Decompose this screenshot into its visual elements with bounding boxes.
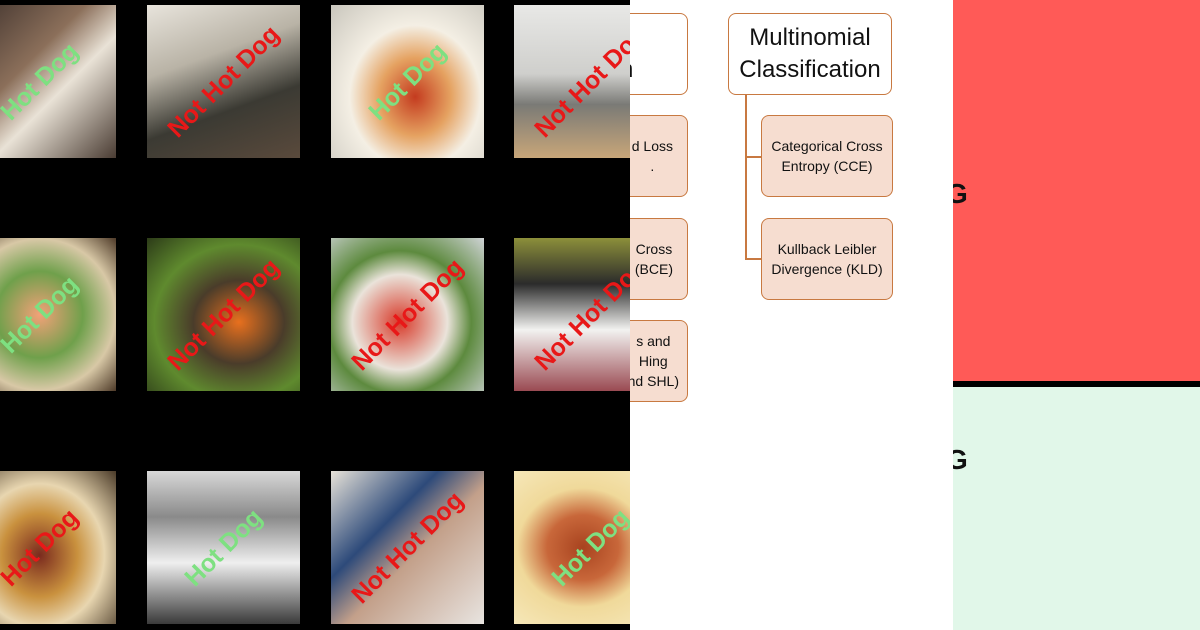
photo-hot-dog-salad (0, 238, 116, 391)
tree-connector-branch (745, 258, 761, 260)
photo-tile: Not Hot Dog (147, 5, 300, 158)
hinge-loss-node: s and Hing nd SHL) (630, 320, 688, 402)
photo-sausage-bun (514, 471, 630, 624)
photo-tile: Hot Dog (0, 471, 116, 624)
multinomial-classification-node: Multinomial Classification (728, 13, 892, 95)
photo-tile: Not Hot Dog (147, 238, 300, 391)
binary-classification-node: y tion (630, 13, 688, 95)
loss-function-diagram: y tion d Loss . Cross (BCE) s and Hing n… (630, 0, 953, 630)
photo-tile: Hot Dog (514, 471, 630, 624)
photo-tile: Hot Dog (331, 5, 484, 158)
photo-salad-plate (331, 238, 484, 391)
color-blocks-panel: G G (953, 0, 1200, 630)
photo-living-room (147, 5, 300, 158)
photo-tile: Not Hot Dog (331, 238, 484, 391)
photo-tortoise-eating (147, 238, 300, 391)
photo-tile: Not Hot Dog (331, 471, 484, 624)
kld-node: Kullback Leibler Divergence (KLD) (761, 218, 893, 300)
loss-item-node: d Loss . (630, 115, 688, 197)
tree-connector-branch (745, 156, 761, 158)
green-block: G (953, 387, 1200, 630)
photo-man-eating-bw (147, 471, 300, 624)
photo-loaded-hot-dog (0, 471, 116, 624)
green-block-letter: G (953, 444, 968, 475)
photo-tile: Hot Dog (0, 5, 116, 158)
photo-children (331, 471, 484, 624)
photo-tile: Not Hot Dog (514, 238, 630, 391)
photo-tile: Not Hot Dog (514, 5, 630, 158)
bce-node: Cross (BCE) (630, 218, 688, 300)
photo-hot-dog-with-coffee (331, 5, 484, 158)
photo-woman-with-hot-dogs (0, 5, 116, 158)
tree-connector-vertical (745, 95, 747, 258)
photo-tile: Hot Dog (147, 471, 300, 624)
photo-office-room (514, 5, 630, 158)
photo-tile: Hot Dog (0, 238, 116, 391)
photo-tv-stand (514, 238, 630, 391)
hot-dog-photo-grid: Hot Dog Not Hot Dog Hot Dog Not Hot Dog … (0, 5, 630, 624)
divider-bar (953, 381, 1200, 387)
red-block: G (953, 0, 1200, 381)
red-block-letter: G (953, 178, 968, 209)
cce-node: Categorical Cross Entropy (CCE) (761, 115, 893, 197)
